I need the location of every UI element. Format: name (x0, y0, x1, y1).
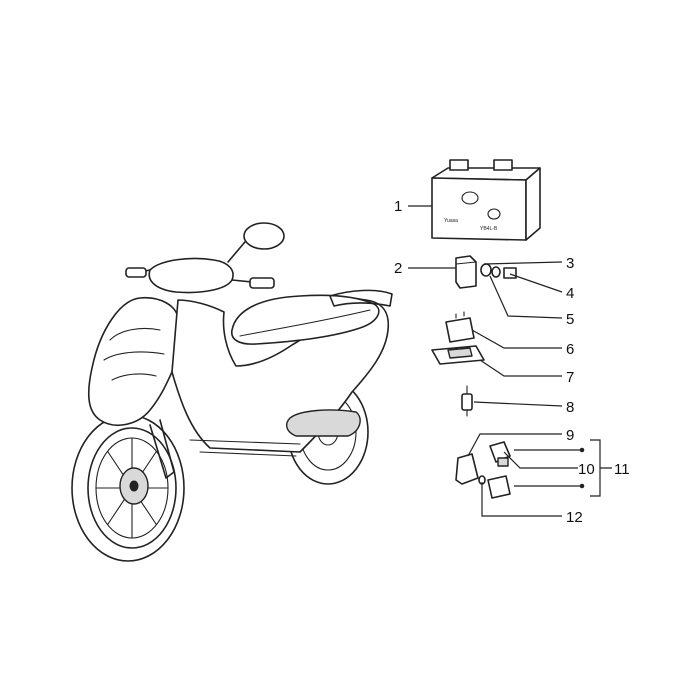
front-wheel (71, 414, 185, 562)
battery: Yuasa YB4L-B (431, 159, 541, 241)
callout-10: 10 (578, 461, 595, 478)
voltage-regulator (431, 345, 485, 365)
callout-4: 4 (566, 285, 574, 302)
screw-set (480, 263, 517, 279)
callout-numbers: 1 2 3 4 5 6 7 8 9 10 11 12 (394, 198, 630, 526)
battery-model: YB4L-B (480, 226, 498, 232)
body-panel (87, 296, 179, 426)
right-grip (249, 277, 275, 289)
callout-5: 5 (566, 311, 574, 328)
front-fork (149, 419, 175, 479)
relay (455, 255, 477, 289)
callout-3: 3 (566, 255, 574, 272)
callout-7: 7 (566, 369, 574, 386)
mirror (243, 222, 285, 250)
flasher (445, 311, 475, 343)
callout-lines (408, 205, 612, 517)
seat (231, 294, 380, 345)
engine-case (285, 409, 361, 437)
headset (148, 257, 234, 294)
rear-rack (329, 289, 393, 307)
callout-12: 12 (566, 509, 583, 526)
callout-11: 11 (614, 461, 630, 478)
callout-8: 8 (566, 399, 574, 416)
fuse-holder (461, 385, 473, 417)
callout-9: 9 (566, 427, 574, 444)
fuse-box (455, 441, 511, 499)
left-grip (125, 267, 147, 278)
callout-1: 1 (394, 198, 402, 215)
callout-6: 6 (566, 341, 574, 358)
battery-brand: Yuasa (444, 218, 458, 224)
callout-2: 2 (394, 260, 402, 277)
scooter-illustration (71, 222, 393, 562)
